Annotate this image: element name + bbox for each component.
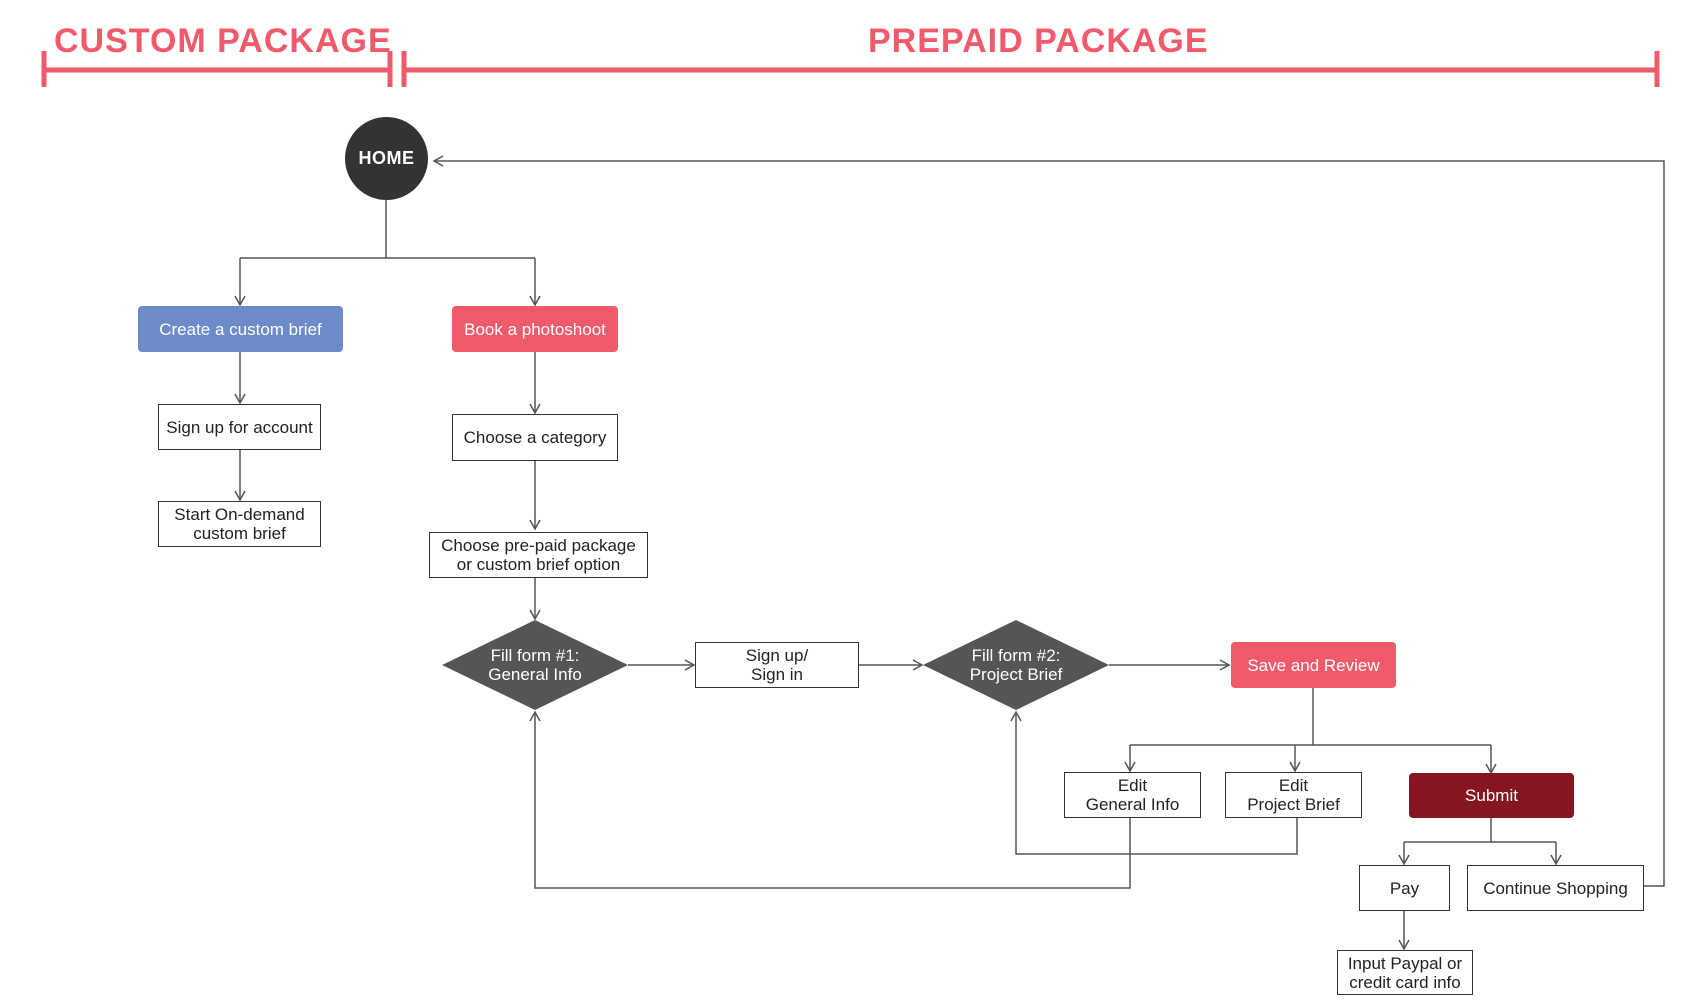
edit-general-info-button[interactable]: Edit General Info (1064, 772, 1201, 818)
choose-category-step[interactable]: Choose a category (452, 414, 618, 461)
sign-up-sign-in-step[interactable]: Sign up/ Sign in (695, 642, 859, 688)
edit-project-brief-button[interactable]: Edit Project Brief (1225, 772, 1362, 818)
loop-edit-general-to-form-1 (529, 710, 1131, 889)
custom-package-title: CUSTOM PACKAGE (54, 22, 392, 60)
input-payment-info-step[interactable]: Input Paypal or credit card info (1337, 950, 1473, 995)
loop-edit-project-to-form-2 (1010, 710, 1298, 855)
loop-continue-shopping-to-home (432, 155, 1665, 887)
fill-form-1-label[interactable]: Fill form #1: General Info (488, 646, 582, 684)
prepaid-package-bracket (401, 51, 1660, 87)
start-on-demand-step[interactable]: Start On-demand custom brief (158, 501, 321, 547)
save-and-review-button[interactable]: Save and Review (1231, 642, 1396, 688)
create-custom-brief-button[interactable]: Create a custom brief (138, 306, 343, 352)
choose-prepaid-step[interactable]: Choose pre-paid package or custom brief … (429, 532, 648, 578)
custom-package-bracket (41, 51, 393, 87)
fill-form-1-diamond (442, 620, 628, 710)
continue-shopping-button[interactable]: Continue Shopping (1467, 865, 1644, 911)
submit-button[interactable]: Submit (1409, 773, 1574, 818)
home-node[interactable]: HOME (345, 117, 428, 200)
fill-form-2-label[interactable]: Fill form #2: Project Brief (969, 646, 1063, 684)
prepaid-package-title: PREPAID PACKAGE (868, 22, 1209, 60)
book-photoshoot-button[interactable]: Book a photoshoot (452, 306, 618, 352)
pay-button[interactable]: Pay (1359, 865, 1450, 911)
sign-up-account-step[interactable]: Sign up for account (158, 404, 321, 450)
fill-form-2-diamond (923, 620, 1109, 710)
